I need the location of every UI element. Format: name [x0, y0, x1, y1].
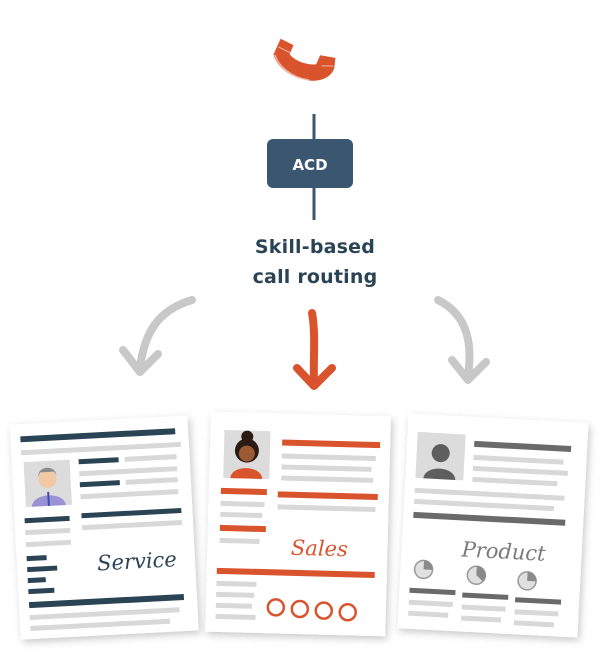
card-sales-label: Sales: [291, 536, 349, 561]
arrow-center-orange: [293, 309, 336, 390]
phone-icon: [273, 38, 336, 81]
acd-box: ACD: [267, 139, 353, 188]
card-product: Product: [397, 413, 589, 638]
card-service: Service: [9, 415, 199, 640]
arrow-right-grey: [434, 296, 490, 384]
acd-label: ACD: [292, 156, 327, 174]
routing-caption-line1: Skill-based: [254, 236, 376, 258]
arrow-left-grey: [119, 296, 196, 376]
card-service-label: Service: [97, 547, 178, 575]
routing-caption-line2: call routing: [252, 266, 378, 288]
card-product-label: Product: [460, 537, 547, 565]
card-sales: Sales: [205, 411, 391, 637]
routing-caption: Skill-based call routing: [200, 232, 430, 292]
